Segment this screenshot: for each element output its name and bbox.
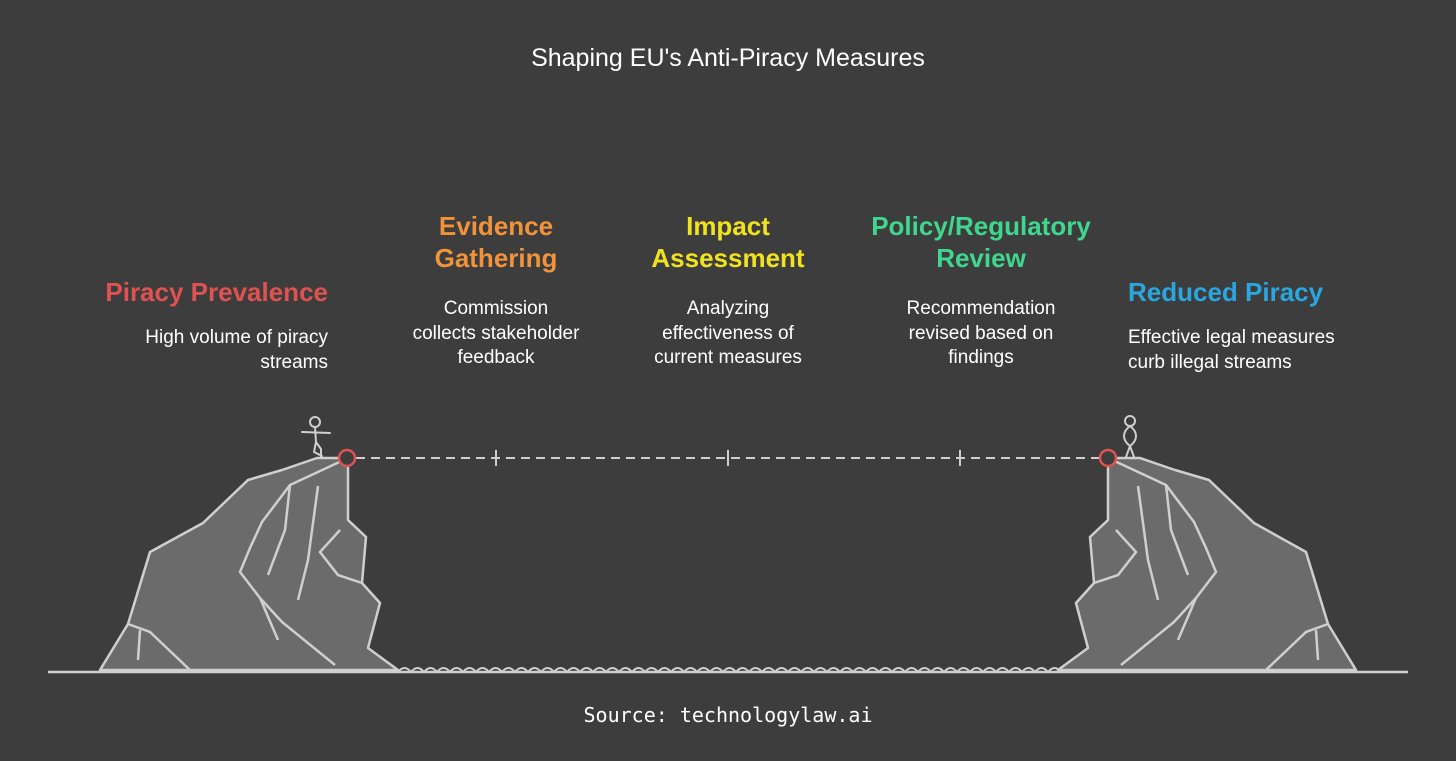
diagram-title: Shaping EU's Anti-Piracy Measures [531,44,925,72]
source-credit: Source: technologylaw.ai [583,703,873,727]
water-waves [397,667,1062,674]
right-cliff [1056,456,1358,672]
end-marker [1098,448,1118,468]
right-figure-icon [1123,415,1137,458]
left-figure-icon [301,416,331,458]
stage-title-reduced-piracy: Reduced Piracy [1128,277,1324,307]
left-cliff [98,456,400,672]
start-marker [337,448,357,468]
stage-title-piracy-prevalence: Piracy Prevalence [105,277,328,307]
